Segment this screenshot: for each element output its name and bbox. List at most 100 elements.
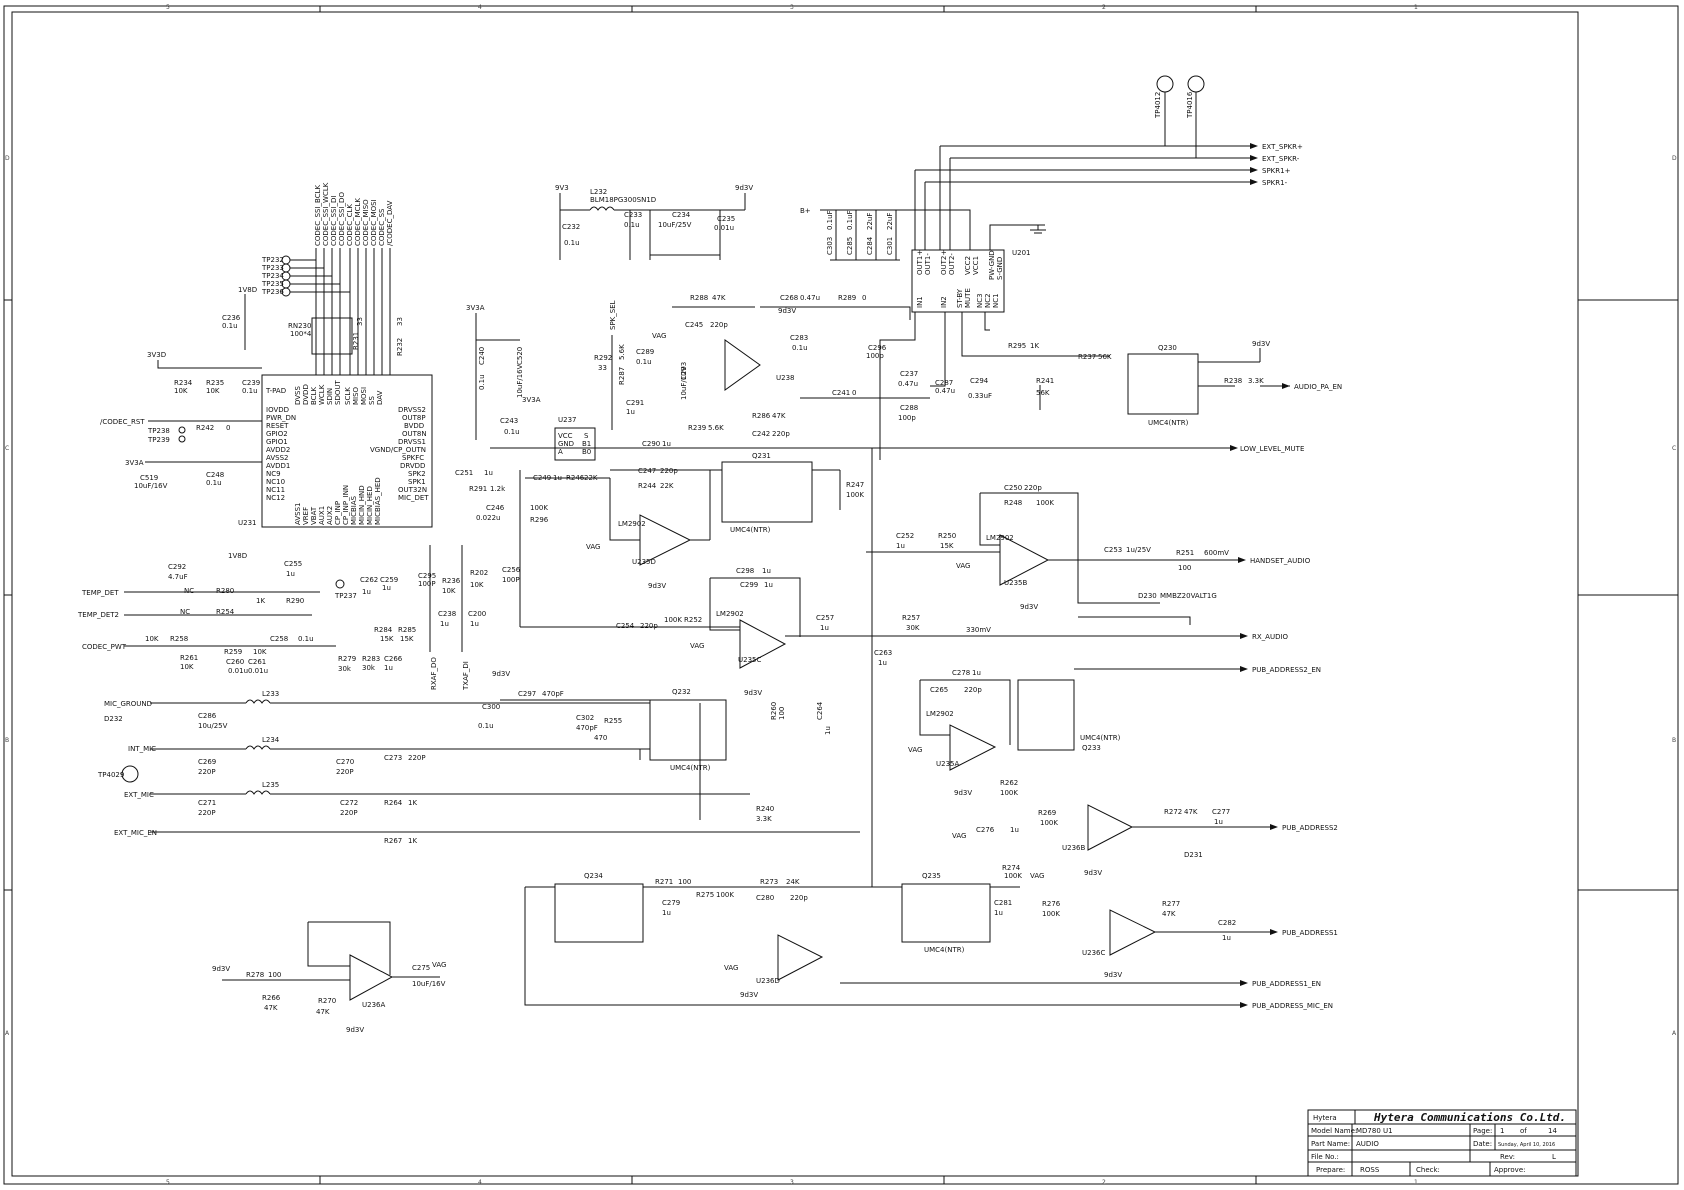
svg-text:C258: C258: [270, 635, 288, 643]
svg-text:R292: R292: [594, 354, 612, 362]
svg-text:1u: 1u: [824, 726, 832, 735]
svg-text:30k: 30k: [338, 665, 352, 673]
svg-text:NC11: NC11: [266, 486, 285, 494]
svg-text:A: A: [5, 1030, 10, 1037]
svg-text:CODEC_SSI_DI: CODEC_SSI_DI: [330, 195, 338, 246]
svg-text:T-PAD: T-PAD: [265, 387, 286, 395]
svg-text:C248: C248: [206, 471, 224, 479]
svg-text:C296: C296: [868, 344, 887, 352]
svg-text:B1: B1: [582, 440, 591, 448]
svg-text:VBAT: VBAT: [310, 506, 318, 525]
svg-text:33: 33: [396, 317, 404, 326]
svg-text:1u: 1u: [972, 669, 981, 677]
svg-text:OUT8N: OUT8N: [402, 430, 427, 438]
svg-text:C253: C253: [1104, 546, 1122, 554]
svg-text:MUTE: MUTE: [964, 288, 972, 308]
svg-text:TP234: TP234: [261, 272, 284, 280]
svg-text:/CODEC_RST: /CODEC_RST: [100, 418, 145, 426]
svg-text:GND: GND: [558, 440, 574, 448]
test-point-tp4012: [1156, 75, 1174, 93]
svg-text:R257: R257: [902, 614, 920, 622]
svg-text:R254: R254: [216, 608, 235, 616]
svg-text:R262: R262: [1000, 779, 1018, 787]
svg-text:10K: 10K: [145, 635, 159, 643]
svg-text:C299: C299: [740, 581, 758, 589]
svg-text:WCLK: WCLK: [318, 384, 326, 405]
u231-bottom-pins: AVSS1 VREF VBAT AUX1 AUX2 CP_INP CP_INP_…: [294, 477, 382, 525]
svg-text:L233: L233: [262, 690, 279, 698]
svg-text:100K: 100K: [1036, 499, 1054, 507]
svg-text:47K: 47K: [1162, 910, 1176, 918]
svg-text:OUT1+: OUT1+: [916, 250, 924, 275]
svg-text:TP235: TP235: [261, 280, 284, 288]
svg-text:C238: C238: [438, 610, 456, 618]
svg-text:U231: U231: [238, 519, 256, 527]
svg-text:1u: 1u: [896, 542, 905, 550]
svg-text:OUT2-: OUT2-: [948, 253, 956, 275]
svg-text:47K: 47K: [712, 294, 726, 302]
svg-text:MISO: MISO: [352, 386, 360, 405]
svg-text:VAG: VAG: [432, 961, 446, 969]
svg-text:0: 0: [226, 424, 230, 432]
svg-text:OUT1-: OUT1-: [924, 253, 932, 275]
svg-text:VAG: VAG: [908, 746, 922, 754]
svg-text:D: D: [1672, 155, 1677, 162]
svg-text:RESET: RESET: [266, 422, 289, 430]
svg-text:0: 0: [852, 389, 856, 397]
svg-text:5: 5: [166, 1179, 170, 1186]
svg-text:220p: 220p: [790, 894, 808, 902]
svg-text:OUT8P: OUT8P: [402, 414, 426, 422]
svg-text:U236C: U236C: [1082, 949, 1105, 957]
svg-text:R235: R235: [206, 379, 224, 387]
svg-text:220P: 220P: [198, 809, 216, 817]
svg-text:C240: C240: [478, 347, 486, 365]
svg-text:100: 100: [268, 971, 281, 979]
svg-text:1K: 1K: [408, 799, 417, 807]
svg-text:56K: 56K: [1036, 389, 1050, 397]
svg-text:VGND/CP_OUTN: VGND/CP_OUTN: [370, 446, 426, 454]
svg-text:1u: 1u: [440, 620, 449, 628]
svg-text:10uF/25V: 10uF/25V: [658, 221, 692, 229]
svg-text:VCC2: VCC2: [964, 256, 972, 275]
net-ext-spkr-p: EXT_SPKR+: [1262, 143, 1303, 151]
svg-text:R258: R258: [170, 635, 188, 643]
svg-text:3V3A: 3V3A: [466, 304, 485, 312]
svg-text:C254: C254: [616, 622, 635, 630]
svg-text:1u: 1u: [662, 909, 671, 917]
svg-text:C269: C269: [198, 758, 216, 766]
svg-text:VAG: VAG: [690, 642, 704, 650]
svg-text:10u/25V: 10u/25V: [198, 722, 228, 730]
svg-text:4: 4: [478, 4, 482, 11]
svg-text:3V3A: 3V3A: [522, 396, 541, 404]
svg-text:GPIO1: GPIO1: [266, 438, 288, 446]
svg-text:RN230: RN230: [288, 322, 311, 330]
svg-text:DRVSS2: DRVSS2: [398, 406, 426, 414]
svg-text:R279: R279: [338, 655, 356, 663]
svg-text:47K: 47K: [264, 1004, 278, 1012]
svg-text:1u: 1u: [762, 567, 771, 575]
svg-text:L234: L234: [262, 736, 280, 744]
svg-text:1u: 1u: [470, 620, 479, 628]
svg-text:9d3V: 9d3V: [778, 307, 796, 315]
svg-text:100: 100: [778, 707, 786, 720]
codec-bus: CODEC_SSI_BCLK CODEC_SSI_WCLK CODEC_SSI_…: [288, 182, 404, 375]
svg-text:C277: C277: [1212, 808, 1230, 816]
svg-text:1K: 1K: [408, 837, 417, 845]
svg-text:IN2: IN2: [940, 296, 948, 308]
svg-text:C289: C289: [636, 348, 654, 356]
svg-text:C260: C260: [226, 658, 244, 666]
svg-text:R278: R278: [246, 971, 264, 979]
svg-text:5.6K: 5.6K: [708, 424, 724, 432]
svg-text:5: 5: [166, 4, 170, 11]
svg-text:100P: 100P: [418, 580, 436, 588]
svg-text:C279: C279: [662, 899, 680, 907]
svg-text:220p: 220p: [772, 430, 790, 438]
svg-text:C235: C235: [717, 215, 735, 223]
